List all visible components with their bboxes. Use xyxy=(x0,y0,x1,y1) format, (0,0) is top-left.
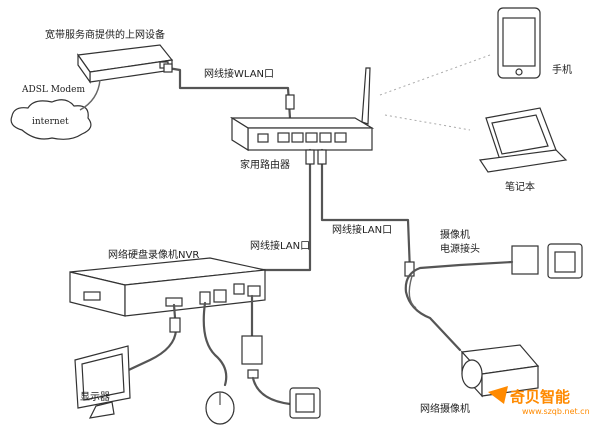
phone-device xyxy=(497,7,541,79)
monitor-device xyxy=(74,345,131,419)
camera-power-adapter xyxy=(511,243,583,279)
label-nvr: 网络硬盘录像机NVR xyxy=(108,248,199,261)
watermark-brand: 奇贝智能 xyxy=(510,388,570,406)
label-laptop: 笔记本 xyxy=(505,180,535,193)
watermark-logo: 奇贝智能 www.szqb.net.cn xyxy=(488,386,590,416)
label-lan-port-1: 网线接LAN口 xyxy=(250,239,310,252)
label-lan-port-2: 网线接LAN口 xyxy=(332,223,392,236)
label-camera-power-2: 电源接头 xyxy=(440,242,480,255)
wall-socket xyxy=(289,387,321,419)
label-phone: 手机 xyxy=(552,63,572,76)
label-adsl-modem: ADSL Modem xyxy=(21,85,85,95)
label-monitor: 显示器 xyxy=(80,391,110,403)
power-adapter xyxy=(241,335,263,379)
home-router xyxy=(229,67,375,152)
label-internet: internet xyxy=(32,117,69,127)
nvr-recorder xyxy=(69,257,266,317)
label-camera: 网络摄像机 xyxy=(420,402,470,415)
wireless-links xyxy=(379,54,491,131)
watermark-leaf-icon xyxy=(488,386,508,404)
label-router: 家用路由器 xyxy=(240,158,290,171)
network-camera xyxy=(460,344,540,398)
watermark-url: www.szqb.net.cn xyxy=(522,407,590,416)
adsl-modem xyxy=(76,44,174,84)
label-isp-device: 宽带服务商提供的上网设备 xyxy=(45,28,165,41)
laptop-device xyxy=(478,107,568,173)
mouse-device xyxy=(205,391,235,425)
label-wlan-port: 网线接WLAN口 xyxy=(204,67,274,80)
label-camera-power-1: 摄像机 xyxy=(440,228,470,241)
internet-cloud xyxy=(10,99,92,140)
